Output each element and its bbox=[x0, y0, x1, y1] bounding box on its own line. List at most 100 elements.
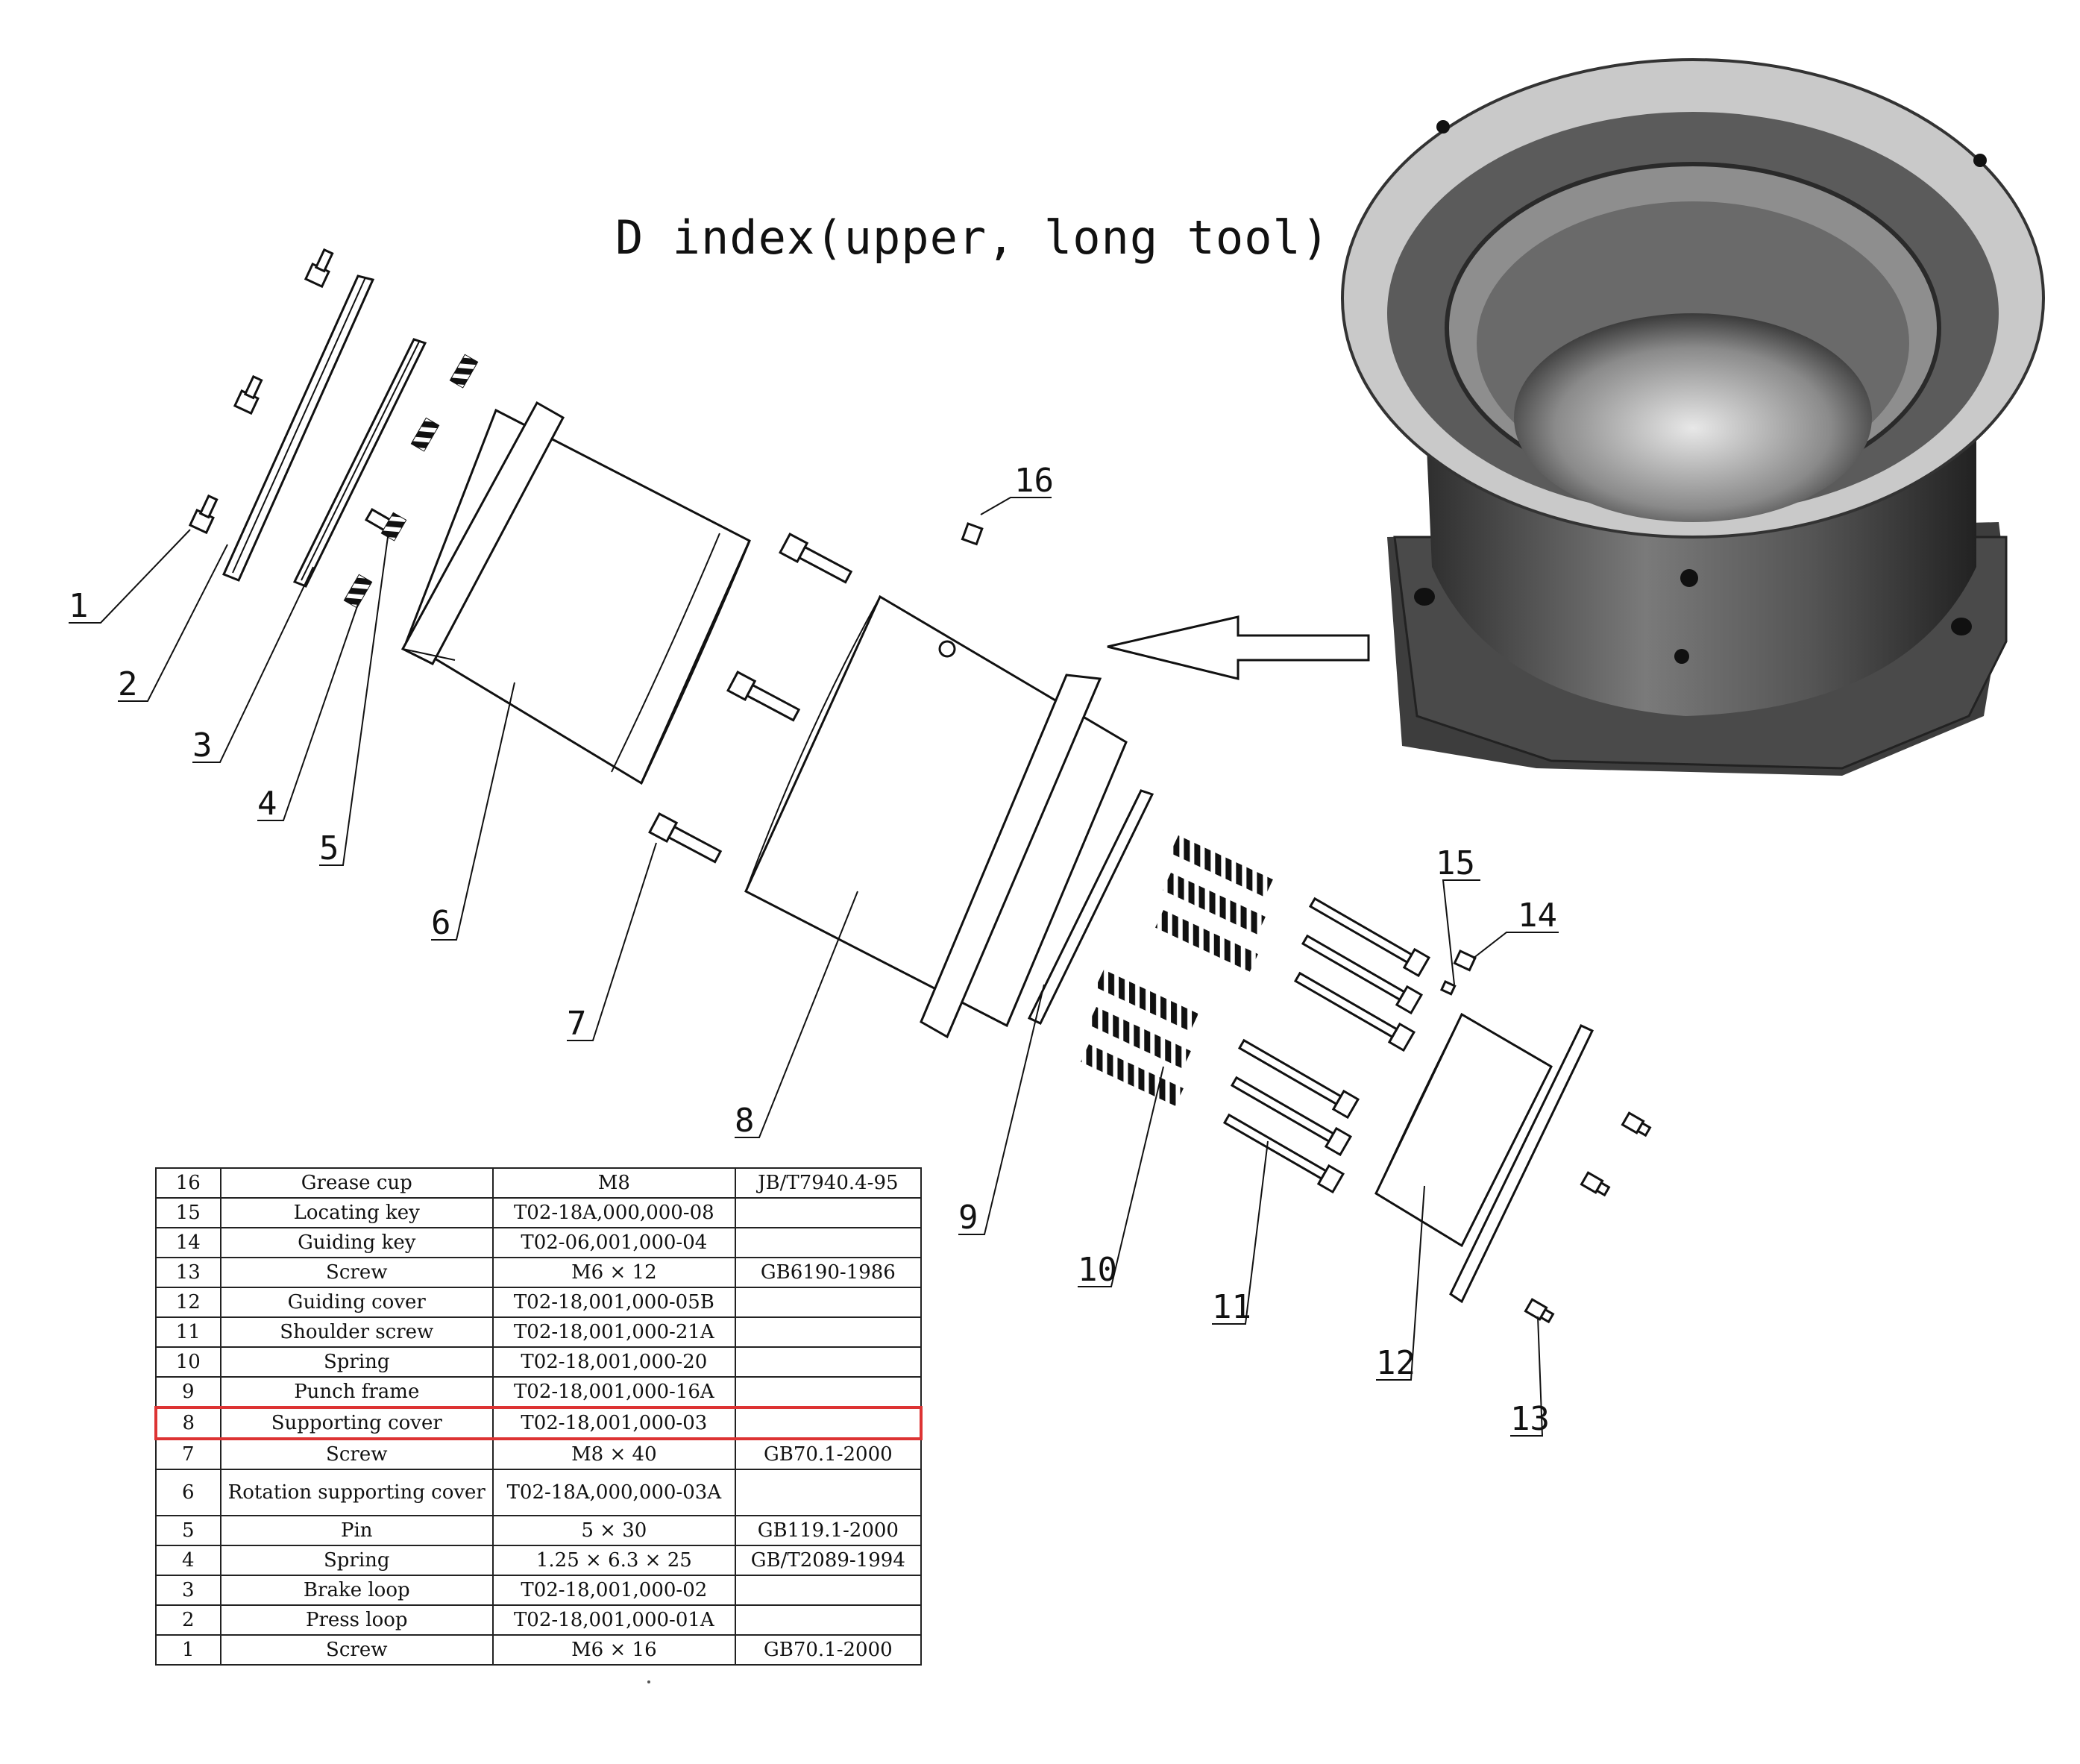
bom-cell-no: 4 bbox=[155, 1545, 221, 1576]
bom-cell-code: M8 × 40 bbox=[492, 1438, 736, 1470]
callout-8: 8 bbox=[735, 1102, 755, 1140]
bom-cell-code: T02-18,001,000-01A bbox=[492, 1604, 736, 1636]
bom-cell-name: Brake loop bbox=[219, 1575, 494, 1606]
bom-cell-standard bbox=[734, 1316, 923, 1348]
part-4-springs bbox=[343, 354, 479, 609]
bom-cell-code: T02-18A,000,000-08 bbox=[492, 1197, 736, 1228]
part-3-brake-loop bbox=[292, 338, 427, 588]
bom-cell-standard: GB/T2089-1994 bbox=[734, 1545, 923, 1576]
part-14-guiding-key bbox=[1453, 950, 1477, 972]
callout-6: 6 bbox=[431, 904, 451, 942]
bom-cell-standard bbox=[734, 1287, 923, 1318]
bom-cell-name: Guiding key bbox=[219, 1227, 494, 1258]
bom-cell-code: T02-18,001,000-05B bbox=[492, 1287, 736, 1318]
part-6-rotation-supporting-cover bbox=[400, 401, 751, 785]
bom-cell-code: M6 × 16 bbox=[492, 1634, 736, 1666]
callout-3: 3 bbox=[192, 726, 213, 765]
bom-cell-no: 5 bbox=[155, 1515, 221, 1546]
part-1-screws bbox=[188, 248, 334, 535]
callout-11: 11 bbox=[1212, 1288, 1251, 1326]
bom-cell-standard bbox=[734, 1227, 923, 1258]
bom-cell-code: T02-18,001,000-16A bbox=[492, 1376, 736, 1408]
bom-cell-standard: GB119.1-2000 bbox=[734, 1515, 923, 1546]
bom-cell-code: T02-18,001,000-21A bbox=[492, 1316, 736, 1348]
bom-cell-name: Spring bbox=[219, 1545, 494, 1576]
bom-cell-no: 13 bbox=[155, 1257, 221, 1288]
bom-cell-no: 1 bbox=[155, 1634, 221, 1666]
bom-cell-standard bbox=[734, 1197, 923, 1228]
callout-2: 2 bbox=[118, 665, 138, 703]
leader-lines bbox=[69, 497, 1559, 1437]
drawing-title: D index(upper, long tool) bbox=[615, 210, 1330, 265]
bom-cell-name: Pin bbox=[219, 1515, 494, 1546]
bom-cell-no: 6 bbox=[155, 1469, 221, 1516]
bom-cell-no: 11 bbox=[155, 1316, 221, 1348]
bom-cell-name: Guiding cover bbox=[219, 1287, 494, 1318]
part-16-grease-cup bbox=[961, 522, 984, 546]
bom-cell-no: 7 bbox=[155, 1438, 221, 1470]
bom-cell-code: T02-18,001,000-03 bbox=[492, 1406, 736, 1440]
bom-cell-standard: JB/T7940.4-95 bbox=[734, 1167, 923, 1199]
callout-5: 5 bbox=[319, 829, 339, 867]
bom-cell-no: 14 bbox=[155, 1227, 221, 1258]
bom-cell-name: Screw bbox=[219, 1438, 494, 1470]
part-12-guiding-cover bbox=[1374, 1012, 1594, 1304]
bom-cell-name: Grease cup bbox=[219, 1167, 494, 1199]
bom-cell-no: 12 bbox=[155, 1287, 221, 1318]
bom-cell-name: Shoulder screw bbox=[219, 1316, 494, 1348]
bom-cell-name: Press loop bbox=[219, 1604, 494, 1636]
part-11-shoulder-screws bbox=[1222, 897, 1431, 1194]
part-8-supporting-cover bbox=[744, 594, 1128, 1039]
bom-cell-code: T02-18A,000,000-03A bbox=[492, 1469, 736, 1516]
callout-12: 12 bbox=[1376, 1344, 1416, 1382]
callout-labels: 1 2 3 4 5 6 7 8 9 10 11 12 13 14 15 16 bbox=[69, 462, 1557, 1438]
stray-dot bbox=[647, 1680, 650, 1683]
part-7-screws bbox=[648, 533, 853, 864]
bom-cell-standard bbox=[734, 1604, 923, 1636]
bom-cell-code: M8 bbox=[492, 1167, 736, 1199]
bom-cell-standard bbox=[734, 1406, 923, 1440]
bom-cell-name: Spring bbox=[219, 1346, 494, 1378]
bom-cell-no: 9 bbox=[155, 1376, 221, 1408]
bom-cell-no: 2 bbox=[155, 1604, 221, 1636]
callout-1: 1 bbox=[69, 587, 89, 625]
part-13-screws bbox=[1524, 1111, 1652, 1324]
bom-cell-name: Screw bbox=[219, 1257, 494, 1288]
bom-cell-no: 16 bbox=[155, 1167, 221, 1199]
bom-cell-standard bbox=[734, 1575, 923, 1606]
bom-cell-standard bbox=[734, 1469, 923, 1516]
callout-14: 14 bbox=[1518, 897, 1557, 935]
part-2-press-loop bbox=[221, 274, 375, 582]
bom-cell-standard: GB70.1-2000 bbox=[734, 1438, 923, 1470]
bom-cell-no: 3 bbox=[155, 1575, 221, 1606]
bom-cell-name: Screw bbox=[219, 1634, 494, 1666]
bom-cell-no: 10 bbox=[155, 1346, 221, 1378]
bom-cell-no: 8 bbox=[154, 1406, 221, 1440]
callout-10: 10 bbox=[1078, 1251, 1117, 1289]
bom-cell-code: T02-06,001,000-04 bbox=[492, 1227, 736, 1258]
callout-13: 13 bbox=[1510, 1400, 1550, 1438]
callout-4: 4 bbox=[257, 785, 277, 823]
bom-cell-standard bbox=[734, 1346, 923, 1378]
callout-9: 9 bbox=[958, 1199, 978, 1237]
bom-cell-code: T02-18,001,000-20 bbox=[492, 1346, 736, 1378]
bom-cell-name: Locating key bbox=[219, 1197, 494, 1228]
